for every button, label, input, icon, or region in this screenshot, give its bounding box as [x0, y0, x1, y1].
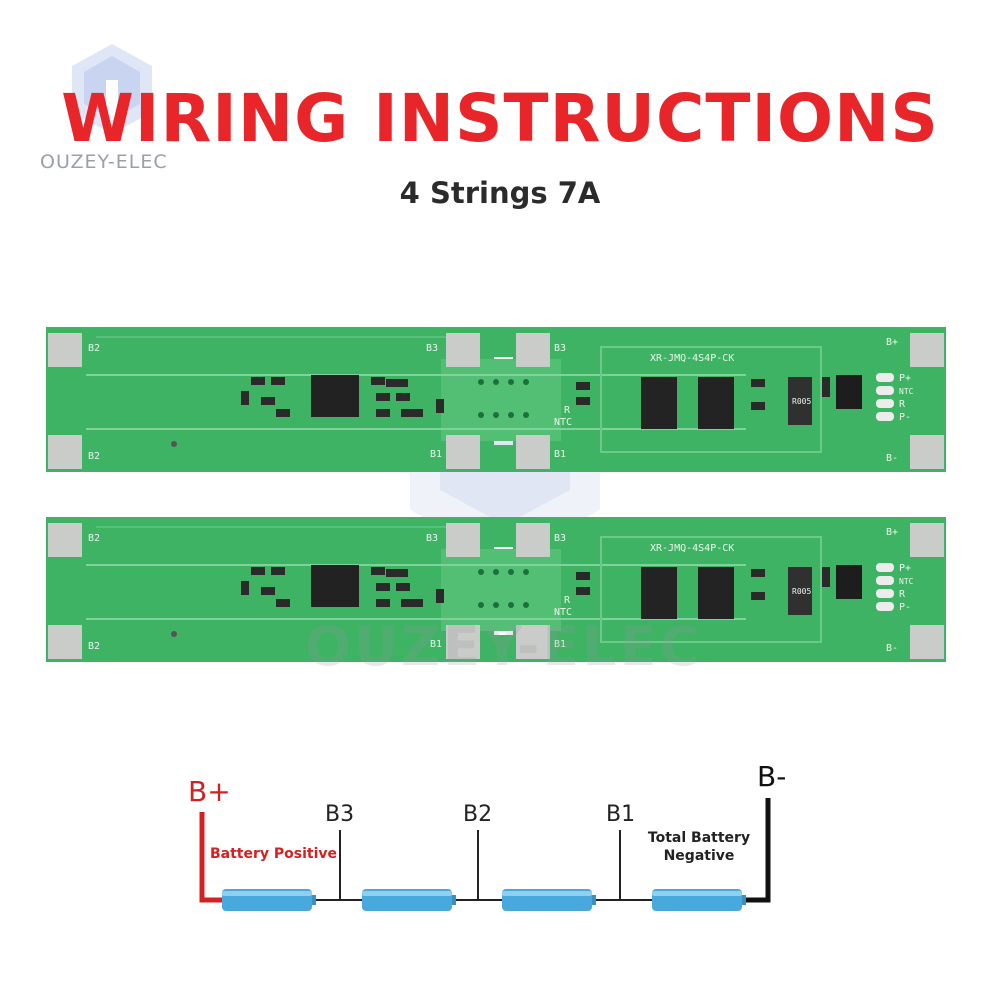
pad-label-b3: B3	[554, 343, 566, 354]
pad-label-b3: B3	[554, 533, 566, 544]
battery-cell	[222, 889, 316, 911]
total-negative-line2: Negative	[663, 848, 735, 864]
pad-label-b1: B1	[430, 449, 442, 460]
tap-label-b2: B2	[463, 802, 493, 827]
pin-label: R	[899, 589, 906, 600]
r-label: R	[564, 595, 571, 606]
pad-label-b2: B2	[88, 641, 100, 652]
pad-label-b3: B3	[426, 533, 438, 544]
tap-label-b3: B3	[325, 802, 355, 827]
negative-wire	[744, 798, 771, 903]
pin-label: P+	[899, 563, 911, 574]
battery-cell	[362, 889, 456, 911]
pin-label: NTC	[899, 577, 914, 586]
watermark-text: OUZEY-ELEC	[305, 615, 703, 678]
pad-label-bplus: B+	[886, 337, 898, 348]
pcb-board-top-graphic: XR-JMQ-4S4P-CK R005 R NTC P+ NTC R P- B2…	[46, 327, 946, 472]
pad-label-b1: B1	[430, 639, 442, 650]
pcb-model-label: XR-JMQ-4S4P-CK	[650, 353, 734, 364]
total-negative-label: Total Battery Negative	[640, 829, 758, 865]
bplus-label: B+	[188, 775, 231, 808]
pin-label: P-	[899, 602, 911, 613]
logo-icon	[72, 44, 152, 134]
battery-positive-label: Battery Positive	[210, 846, 338, 862]
r-label: R	[564, 405, 571, 416]
pin-label: NTC	[899, 387, 914, 396]
page-title: WIRING INSTRUCTIONS	[61, 80, 939, 157]
fuse-label: R005	[792, 397, 811, 406]
fuse-label: R005	[792, 587, 811, 596]
pad-label-b2: B2	[88, 533, 100, 544]
positive-wire	[199, 812, 222, 903]
total-negative-line1: Total Battery	[647, 830, 751, 846]
battery-cell	[652, 889, 746, 911]
pcb-board-top: XR-JMQ-4S4P-CK R005 R NTC P+ NTC R P- B2…	[46, 327, 946, 472]
pad-label-b3: B3	[426, 343, 438, 354]
pcb-model-label: XR-JMQ-4S4P-CK	[650, 543, 734, 554]
pcb-board-bottom: XR-JMQ-4S4P-CK R005 R NTC P+ NTC R P- B2…	[46, 517, 946, 662]
pin-label: P+	[899, 373, 911, 384]
brand-logo-text: OUZEY-ELEC	[40, 151, 168, 173]
tap-label-b1: B1	[606, 802, 636, 827]
page-subtitle: 4 Strings 7A	[399, 176, 601, 210]
pin-label: P-	[899, 412, 911, 423]
ntc-label: NTC	[554, 607, 572, 618]
pad-label-bplus: B+	[886, 527, 898, 538]
pcb-board-bottom-graphic: XR-JMQ-4S4P-CK R005 R NTC P+ NTC R P- B2…	[46, 517, 946, 662]
bminus-label: B-	[757, 760, 787, 793]
pad-label-b2: B2	[88, 451, 100, 462]
battery-cell	[502, 889, 596, 911]
pad-label-b1: B1	[554, 639, 566, 650]
pad-label-bminus: B-	[886, 643, 898, 654]
pin-label: R	[899, 399, 906, 410]
pad-label-bminus: B-	[886, 453, 898, 464]
ntc-label: NTC	[554, 417, 572, 428]
wiring-diagram	[199, 798, 771, 911]
pad-label-b2: B2	[88, 343, 100, 354]
pad-label-b1: B1	[554, 449, 566, 460]
